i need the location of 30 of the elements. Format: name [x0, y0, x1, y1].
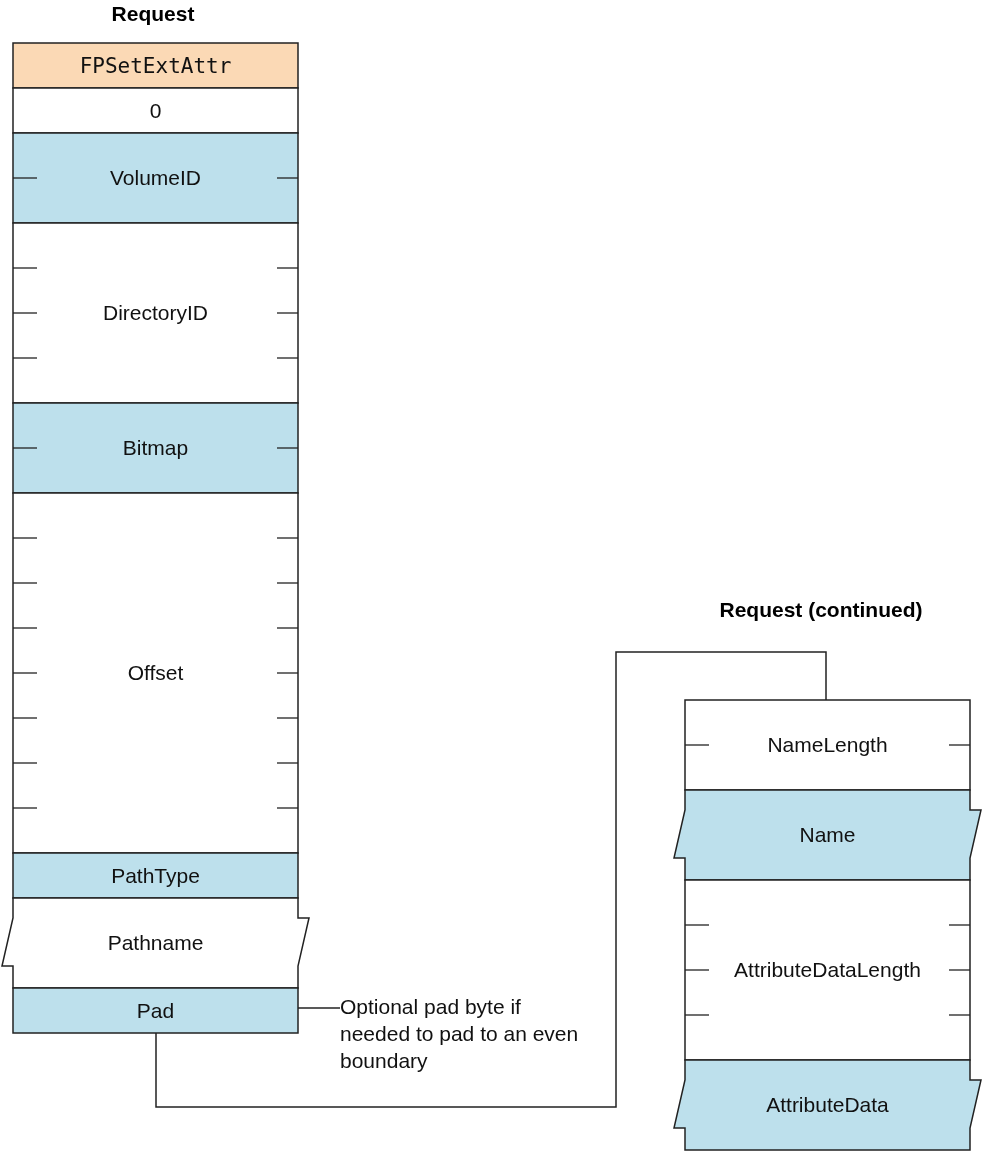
field-box	[13, 988, 298, 1033]
field-label: VolumeID	[109, 166, 201, 190]
field-label: Offset	[127, 661, 184, 685]
field-box	[685, 880, 970, 1060]
field-box	[13, 493, 298, 853]
field-box	[2, 898, 309, 988]
field-box	[13, 853, 298, 898]
field-box	[13, 43, 298, 88]
field-box	[13, 403, 298, 493]
field-label: 0	[149, 98, 162, 123]
field-box	[674, 790, 981, 880]
field-box	[13, 223, 298, 403]
field-box	[13, 88, 298, 133]
field-box	[13, 133, 298, 223]
field-label: Pathname	[107, 931, 204, 955]
field-label: AttributeData	[766, 1093, 889, 1117]
field-label: FPSetExtAttr	[79, 53, 232, 78]
column-heading: Request	[111, 2, 195, 26]
connector-line	[155, 651, 827, 1108]
column-heading: Request (continued)	[719, 598, 923, 622]
field-label: DirectoryID	[103, 301, 208, 325]
annotation-text: Optional pad byte if needed to pad to an even boundary	[340, 993, 580, 1074]
field-box	[674, 1060, 981, 1150]
field-label: NameLength	[767, 733, 888, 757]
field-label: PathType	[111, 863, 200, 888]
field-label: Name	[799, 823, 856, 847]
field-label: Bitmap	[122, 436, 189, 460]
field-box	[685, 700, 970, 790]
field-label: Pad	[136, 998, 175, 1023]
field-label: AttributeDataLength	[734, 958, 921, 982]
